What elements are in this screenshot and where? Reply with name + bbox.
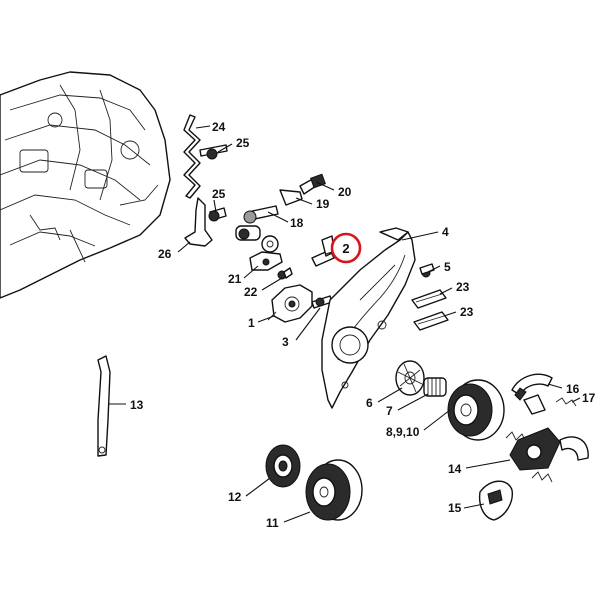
highlight-marker-part-2: 2 (330, 232, 362, 264)
callout-3: 3 (282, 335, 289, 349)
callout-22: 22 (244, 285, 258, 299)
callout-25-lower: 25 (212, 187, 226, 201)
callout-4: 4 (442, 225, 449, 239)
callout-24: 24 (212, 120, 226, 134)
callout-16: 16 (566, 382, 580, 396)
clutch-hub-14 (509, 394, 589, 471)
bracket-26 (184, 197, 213, 247)
leader-lines (108, 125, 581, 523)
chain-cover-4 (321, 227, 416, 409)
callout-25-top: 25 (236, 136, 250, 150)
plate-21 (249, 251, 283, 271)
clutch-drum-8-9-10 (447, 379, 505, 441)
zigzag-bracket (183, 114, 201, 199)
screw-22 (277, 267, 293, 280)
screw-25-lower (208, 207, 227, 222)
sprocket-12 (265, 444, 301, 488)
callout-6: 6 (366, 396, 373, 410)
spring-17-mid (505, 431, 527, 443)
callout-8-9-10: 8,9,10 (386, 425, 420, 439)
lever-19-20 (279, 173, 326, 206)
highlight-ring (330, 232, 362, 264)
callout-23-bottom: 23 (460, 305, 474, 319)
spring-17-low (531, 471, 553, 483)
callout-7: 7 (386, 404, 393, 418)
callout-21: 21 (228, 272, 242, 286)
screw-25-top (199, 144, 228, 160)
callout-1: 1 (248, 316, 255, 330)
clutch-drum-11 (305, 459, 363, 521)
sprocket-disc-6 (395, 360, 425, 396)
clutch-shoe-15 (478, 480, 513, 521)
rod-13 (97, 355, 111, 457)
callout-11: 11 (266, 516, 279, 530)
callout-19: 19 (316, 197, 330, 211)
pad-23-bottom (413, 311, 449, 331)
engine-housing (0, 71, 171, 299)
callout-12: 12 (228, 490, 242, 504)
needle-bearing-7 (423, 377, 447, 397)
adjuster-18 (235, 205, 279, 253)
screw-5 (419, 263, 435, 278)
pad-23-top (411, 289, 447, 309)
callout-15: 15 (448, 501, 462, 515)
callout-13: 13 (130, 398, 144, 412)
callout-5: 5 (444, 260, 451, 274)
callout-23-top: 23 (456, 280, 470, 294)
callout-14: 14 (448, 462, 462, 476)
part-2-connector (311, 235, 335, 267)
callout-labels: 24 25 20 19 25 18 26 21 22 1 3 4 5 23 23… (130, 120, 596, 530)
clutch-shoe-16 (511, 373, 553, 401)
callout-18: 18 (290, 216, 304, 230)
callout-26: 26 (158, 247, 172, 261)
spring-17-top (555, 397, 577, 407)
callout-17: 17 (582, 391, 596, 405)
highlight-label: 2 (342, 241, 349, 256)
oil-pump-1 (267, 284, 313, 323)
callout-20: 20 (338, 185, 352, 199)
